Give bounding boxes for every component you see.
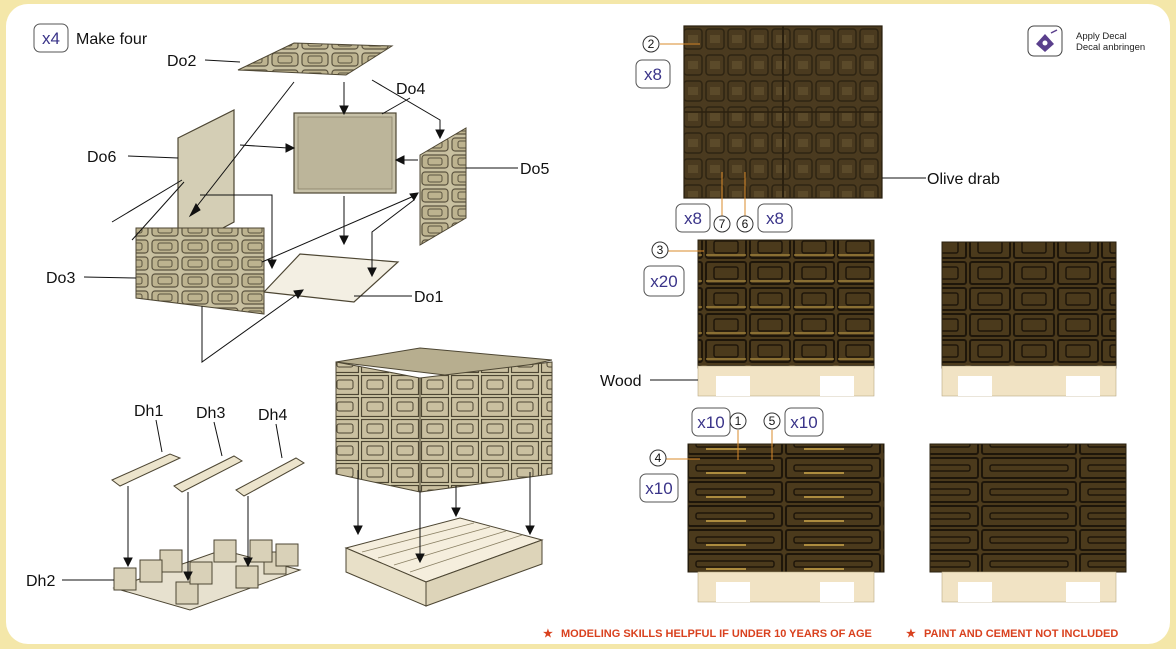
decal-number-6: 6 (742, 217, 749, 231)
label-do4: Do4 (396, 81, 425, 98)
crate-exploded-view: Do2 Do4 Do6 Do5 Do3 Do1 (46, 42, 549, 363)
decal-qty-5: x10 (790, 413, 817, 432)
decal-qty-6: x8 (766, 209, 784, 228)
label-dh1: Dh1 (134, 403, 163, 420)
decal-number-3: 3 (657, 243, 664, 257)
part-do5-panel (419, 127, 467, 246)
footer-notes: ★ MODELING SKILLS HELPFUL IF UNDER 10 YE… (543, 628, 1118, 640)
decal-legend: Apply Decal Decal anbringen (1027, 25, 1145, 57)
label-do5: Do5 (520, 161, 549, 178)
pallet-assembly-view: Dh1 Dh3 Dh4 Dh2 (26, 403, 305, 611)
decal-qty-7: x8 (684, 209, 702, 228)
pallet-arrows (123, 486, 253, 582)
lid-decal-view: Olive drab 2 x8 x8 7 6 x8 (635, 25, 1000, 233)
label-dh4: Dh4 (258, 407, 287, 424)
label-do1: Do1 (414, 289, 443, 306)
label-do6: Do6 (87, 149, 116, 166)
label-dh2: Dh2 (26, 573, 55, 590)
stack-plain (941, 241, 1117, 369)
label-do3: Do3 (46, 270, 75, 287)
header-title: Make four (76, 31, 148, 48)
part-do2-lid (237, 42, 394, 76)
decal-number-7: 7 (719, 217, 726, 231)
long-box-stack-decal-view: x10 1 5 x10 4 x10 (639, 407, 1127, 603)
long-stack-plain (929, 443, 1127, 573)
multiplier-box (33, 23, 69, 53)
assembly-arrows (111, 79, 445, 363)
footer-note-paint: PAINT AND CEMENT NOT INCLUDED (924, 628, 1118, 640)
decal-qty-3: x20 (650, 272, 677, 291)
footer-note-age: MODELING SKILLS HELPFUL IF UNDER 10 YEAR… (561, 628, 872, 640)
label-do2: Do2 (167, 53, 196, 70)
part-dh3-board (173, 455, 244, 493)
part-do1-base (262, 253, 400, 303)
decal-legend-line1: Apply Decal (1076, 31, 1127, 42)
part-do3-panel (135, 227, 265, 315)
small-box-stack-decal-view: 3 x20 Wood (600, 239, 1117, 397)
apply-decal-icon (1036, 29, 1058, 52)
label-olive-drab: Olive drab (927, 171, 1000, 188)
part-do6-panel (177, 109, 235, 254)
quantity-header: x4 Make four (33, 23, 148, 53)
footer-star-2: ★ (906, 628, 916, 640)
decal-number-4: 4 (655, 451, 662, 465)
stack-to-pallet-view (335, 347, 553, 607)
decal-number-2: 2 (648, 37, 655, 51)
decal-qty-4: x10 (645, 479, 672, 498)
long-stack-with-decals (687, 443, 885, 573)
part-dh1-board (111, 453, 182, 487)
decal-number-1: 1 (735, 414, 742, 428)
label-wood: Wood (600, 373, 642, 390)
decal-number-5: 5 (769, 414, 776, 428)
label-dh3: Dh3 (196, 405, 225, 422)
decal-qty-1: x10 (697, 413, 724, 432)
multiplier-label: x4 (42, 29, 60, 48)
decal-qty-2: x8 (644, 65, 662, 84)
decal-legend-line2: Decal anbringen (1076, 42, 1145, 53)
part-dh4-board (235, 457, 305, 497)
stack-with-decals (697, 239, 875, 369)
footer-star-1: ★ (543, 628, 553, 640)
